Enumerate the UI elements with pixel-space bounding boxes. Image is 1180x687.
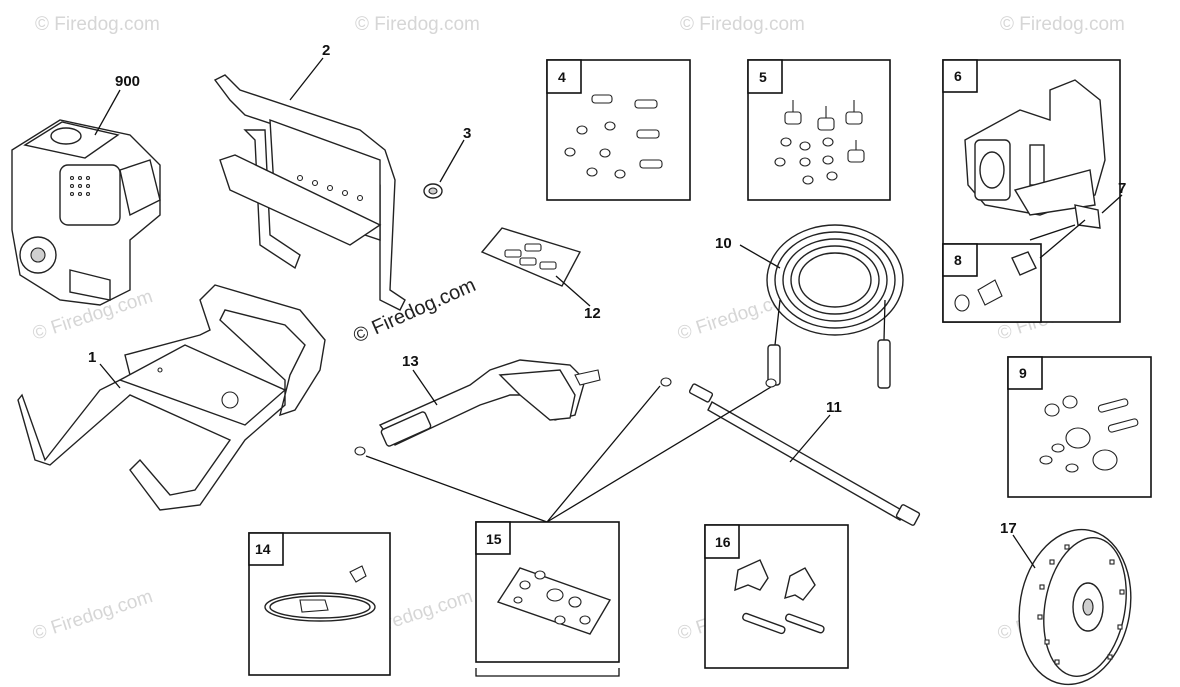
box-5: 5 [747,59,891,201]
box-label-15: 15 [486,531,502,547]
leader-1 [99,363,121,389]
engine-part-900 [11,119,161,306]
box-8: 8 [942,243,1042,323]
watermark-faint: © Firedog.com [355,14,480,35]
leader-11 [789,414,831,463]
leader-2 [289,57,324,101]
leader-7 [1101,194,1123,214]
leaders-15 [365,385,772,523]
callout-17: 17 [1000,520,1017,537]
wheel-part-17 [1018,528,1132,686]
box-label-4: 4 [558,69,566,85]
spray-gun-part-13 [354,359,601,456]
grommet-part-3 [423,183,443,199]
leader-10 [739,244,781,269]
box-14: 14 [248,532,391,676]
callout-1: 1 [88,349,96,366]
hose-part-10 [765,224,904,389]
nozzle-kit-part-12 [480,227,582,287]
watermark-faint: © Firedog.com [30,586,155,645]
callout-7: 7 [1118,180,1126,197]
box-15: 15 [475,521,620,677]
watermark-faint: © Firedog.com [1000,14,1125,35]
callout-3: 3 [463,125,471,142]
callout-10: 10 [715,235,732,252]
box-label-9: 9 [1019,365,1027,381]
leader-3 [439,139,465,183]
callout-12: 12 [584,305,601,322]
box-label-16: 16 [715,534,731,550]
watermark-main: © Firedog.com [350,274,479,348]
box-4: 4 [546,59,691,201]
watermark-faint: © Firedog.com [35,14,160,35]
base-part-1 [17,284,326,511]
box-label-6: 6 [954,68,962,84]
callout-13: 13 [402,353,419,370]
box-label-5: 5 [759,69,767,85]
box-label-14: 14 [255,541,271,557]
lance-part-11 [660,377,921,526]
leader-8 [1039,219,1086,259]
callout-2: 2 [322,42,330,59]
box-9: 9 [1007,356,1152,498]
callout-900: 900 [115,73,140,90]
box-label-8: 8 [954,252,962,268]
leader-12 [555,275,591,307]
leader-900 [94,89,121,136]
watermark-faint: © Firedog.com [680,14,805,35]
frame-part-2 [213,74,406,311]
box-16: 16 [704,524,849,669]
leader-13 [412,369,438,406]
leader-17 [1012,534,1036,569]
leader-8b [1029,224,1076,241]
callout-11: 11 [826,399,842,416]
